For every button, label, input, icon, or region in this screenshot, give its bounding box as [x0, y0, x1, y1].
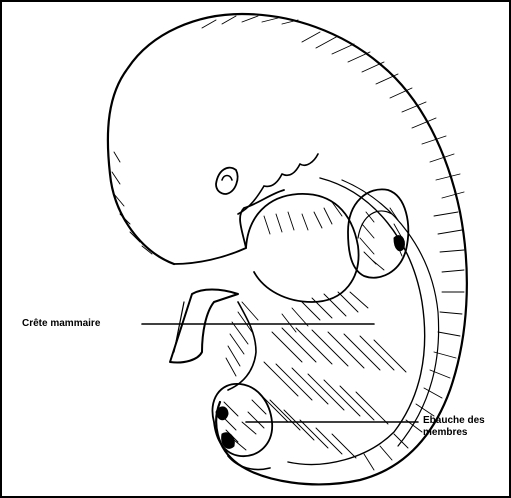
tail: [228, 456, 270, 470]
umbilical-cord: [170, 290, 238, 363]
label-ebauche-membres: Ebauche des membres: [423, 415, 511, 439]
branchial-arches: [238, 154, 318, 214]
eye: [216, 168, 238, 194]
label-ebauche-line2: membres: [423, 427, 511, 439]
label-crete-mammaire: Crête mammaire: [22, 318, 100, 330]
belly-contour: [228, 302, 256, 390]
heart-bulge: [246, 194, 359, 302]
label-ebauche-line1: Ebauche des: [423, 415, 511, 427]
